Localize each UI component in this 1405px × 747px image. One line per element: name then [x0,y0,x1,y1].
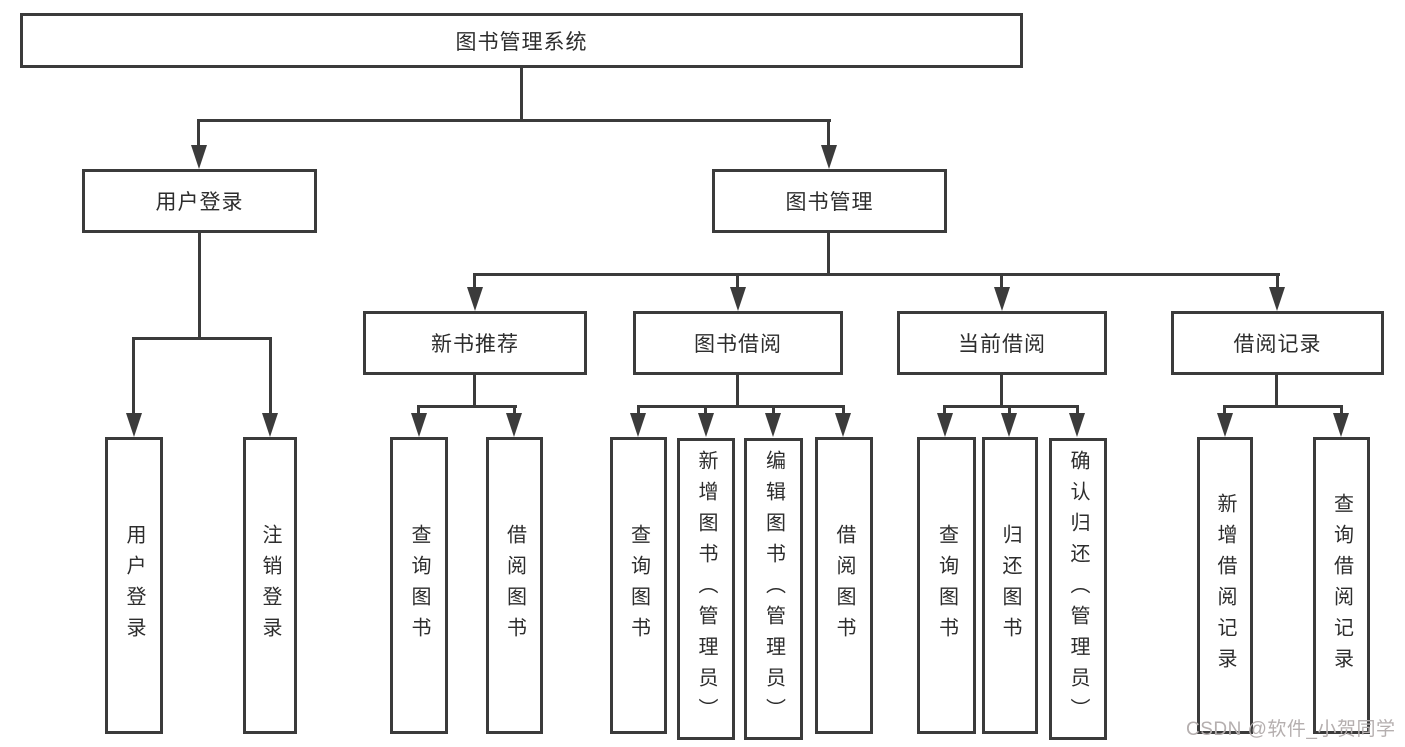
node-label: 编辑图书（管理员） [762,449,785,729]
connector-line [943,405,1079,408]
connector-line [1000,273,1003,290]
node-label: 新增借阅记录 [1214,492,1236,679]
node-borrow-books-leaf: 借阅图书 [815,437,873,734]
connector-line [197,119,831,122]
connector-line [132,337,135,415]
connector-line [1223,405,1343,408]
connector-line [772,405,775,417]
node-label: 查询图书 [935,523,958,648]
node-label: 新书推荐 [431,333,519,356]
node-root: 图书管理系统 [20,13,1023,68]
node-query-borrow-record: 查询借阅记录 [1313,437,1370,734]
arrow-down-icon [1333,413,1349,437]
node-label: 图书管理 [785,191,874,214]
arrow-down-icon [835,413,851,437]
arrow-down-icon [821,145,837,169]
node-label: 借阅图书 [503,523,526,648]
connector-line [417,405,517,408]
node-label: 图书管理系统 [455,30,588,54]
node-add-borrow-record: 新增借阅记录 [1197,437,1253,734]
arrow-down-icon [630,413,646,437]
connector-line [473,273,476,290]
node-book-borrow: 图书借阅 [633,311,843,375]
node-user-login-leaf: 用户登录 [105,437,163,734]
arrow-down-icon [1269,287,1285,311]
arrow-down-icon [937,413,953,437]
connector-line [197,119,200,148]
connector-line [513,405,516,417]
connector-line [417,405,420,417]
node-book-management: 图书管理 [712,169,947,233]
connector-line [637,405,845,408]
connector-line [842,405,845,417]
node-label: 借阅图书 [833,523,855,648]
arrow-down-icon [765,413,781,437]
connector-line [704,405,707,417]
connector-line [473,375,476,408]
node-label: 确认归还（管理员） [1067,449,1089,729]
node-label: 注销登录 [259,523,281,648]
node-label: 查询图书 [408,523,430,648]
connector-line [1000,375,1003,408]
connector-line [943,405,946,417]
node-label: 用户登录 [123,523,145,648]
node-label: 当前借阅 [958,333,1046,356]
arrow-down-icon [1069,413,1085,437]
node-label: 查询图书 [627,523,650,648]
node-current-borrow: 当前借阅 [897,311,1107,375]
connector-line [1008,405,1011,417]
node-label: 归还图书 [999,523,1021,648]
arrow-down-icon [1217,413,1233,437]
node-label: 查询借阅记录 [1330,492,1353,679]
node-add-books-admin: 新增图书（管理员） [677,438,735,740]
node-query-books-current: 查询图书 [917,437,976,734]
arrow-down-icon [126,413,142,437]
node-query-books-borrow: 查询图书 [610,437,667,734]
node-label: 新增图书（管理员） [695,449,717,729]
connector-line [1276,273,1279,290]
arrow-down-icon [506,413,522,437]
connector-line [1275,375,1278,408]
node-user-login: 用户登录 [82,169,317,233]
node-borrow-records: 借阅记录 [1171,311,1384,375]
connector-line [1340,405,1343,417]
node-return-books: 归还图书 [982,437,1038,734]
connector-line [637,405,640,417]
connector-line [132,337,272,340]
node-label: 借阅记录 [1233,333,1322,356]
arrow-down-icon [262,413,278,437]
arrow-down-icon [411,413,427,437]
connector-line [827,233,830,276]
connector-line [520,68,523,119]
node-logout: 注销登录 [243,437,297,734]
arrow-down-icon [467,287,483,311]
node-label: 用户登录 [155,191,244,214]
node-edit-books-admin: 编辑图书（管理员） [744,438,803,740]
arrow-down-icon [730,287,746,311]
connector-line [736,375,739,408]
connector-line [736,273,739,290]
connector-line [269,337,272,415]
node-label: 图书借阅 [694,333,782,356]
arrow-down-icon [994,287,1010,311]
arrow-down-icon [698,413,714,437]
arrow-down-icon [191,145,207,169]
watermark: CSDN @软件_小贺同学 [1186,719,1396,740]
node-confirm-return-admin: 确认归还（管理员） [1049,438,1107,740]
node-borrow-books-recommend: 借阅图书 [486,437,543,734]
connector-line [1223,405,1226,417]
connector-line [198,233,201,340]
connector-line [827,119,830,148]
arrow-down-icon [1001,413,1017,437]
connector-line [473,273,1280,276]
node-query-books-recommend: 查询图书 [390,437,448,734]
node-new-book-recommend: 新书推荐 [363,311,587,375]
connector-line [1076,405,1079,417]
